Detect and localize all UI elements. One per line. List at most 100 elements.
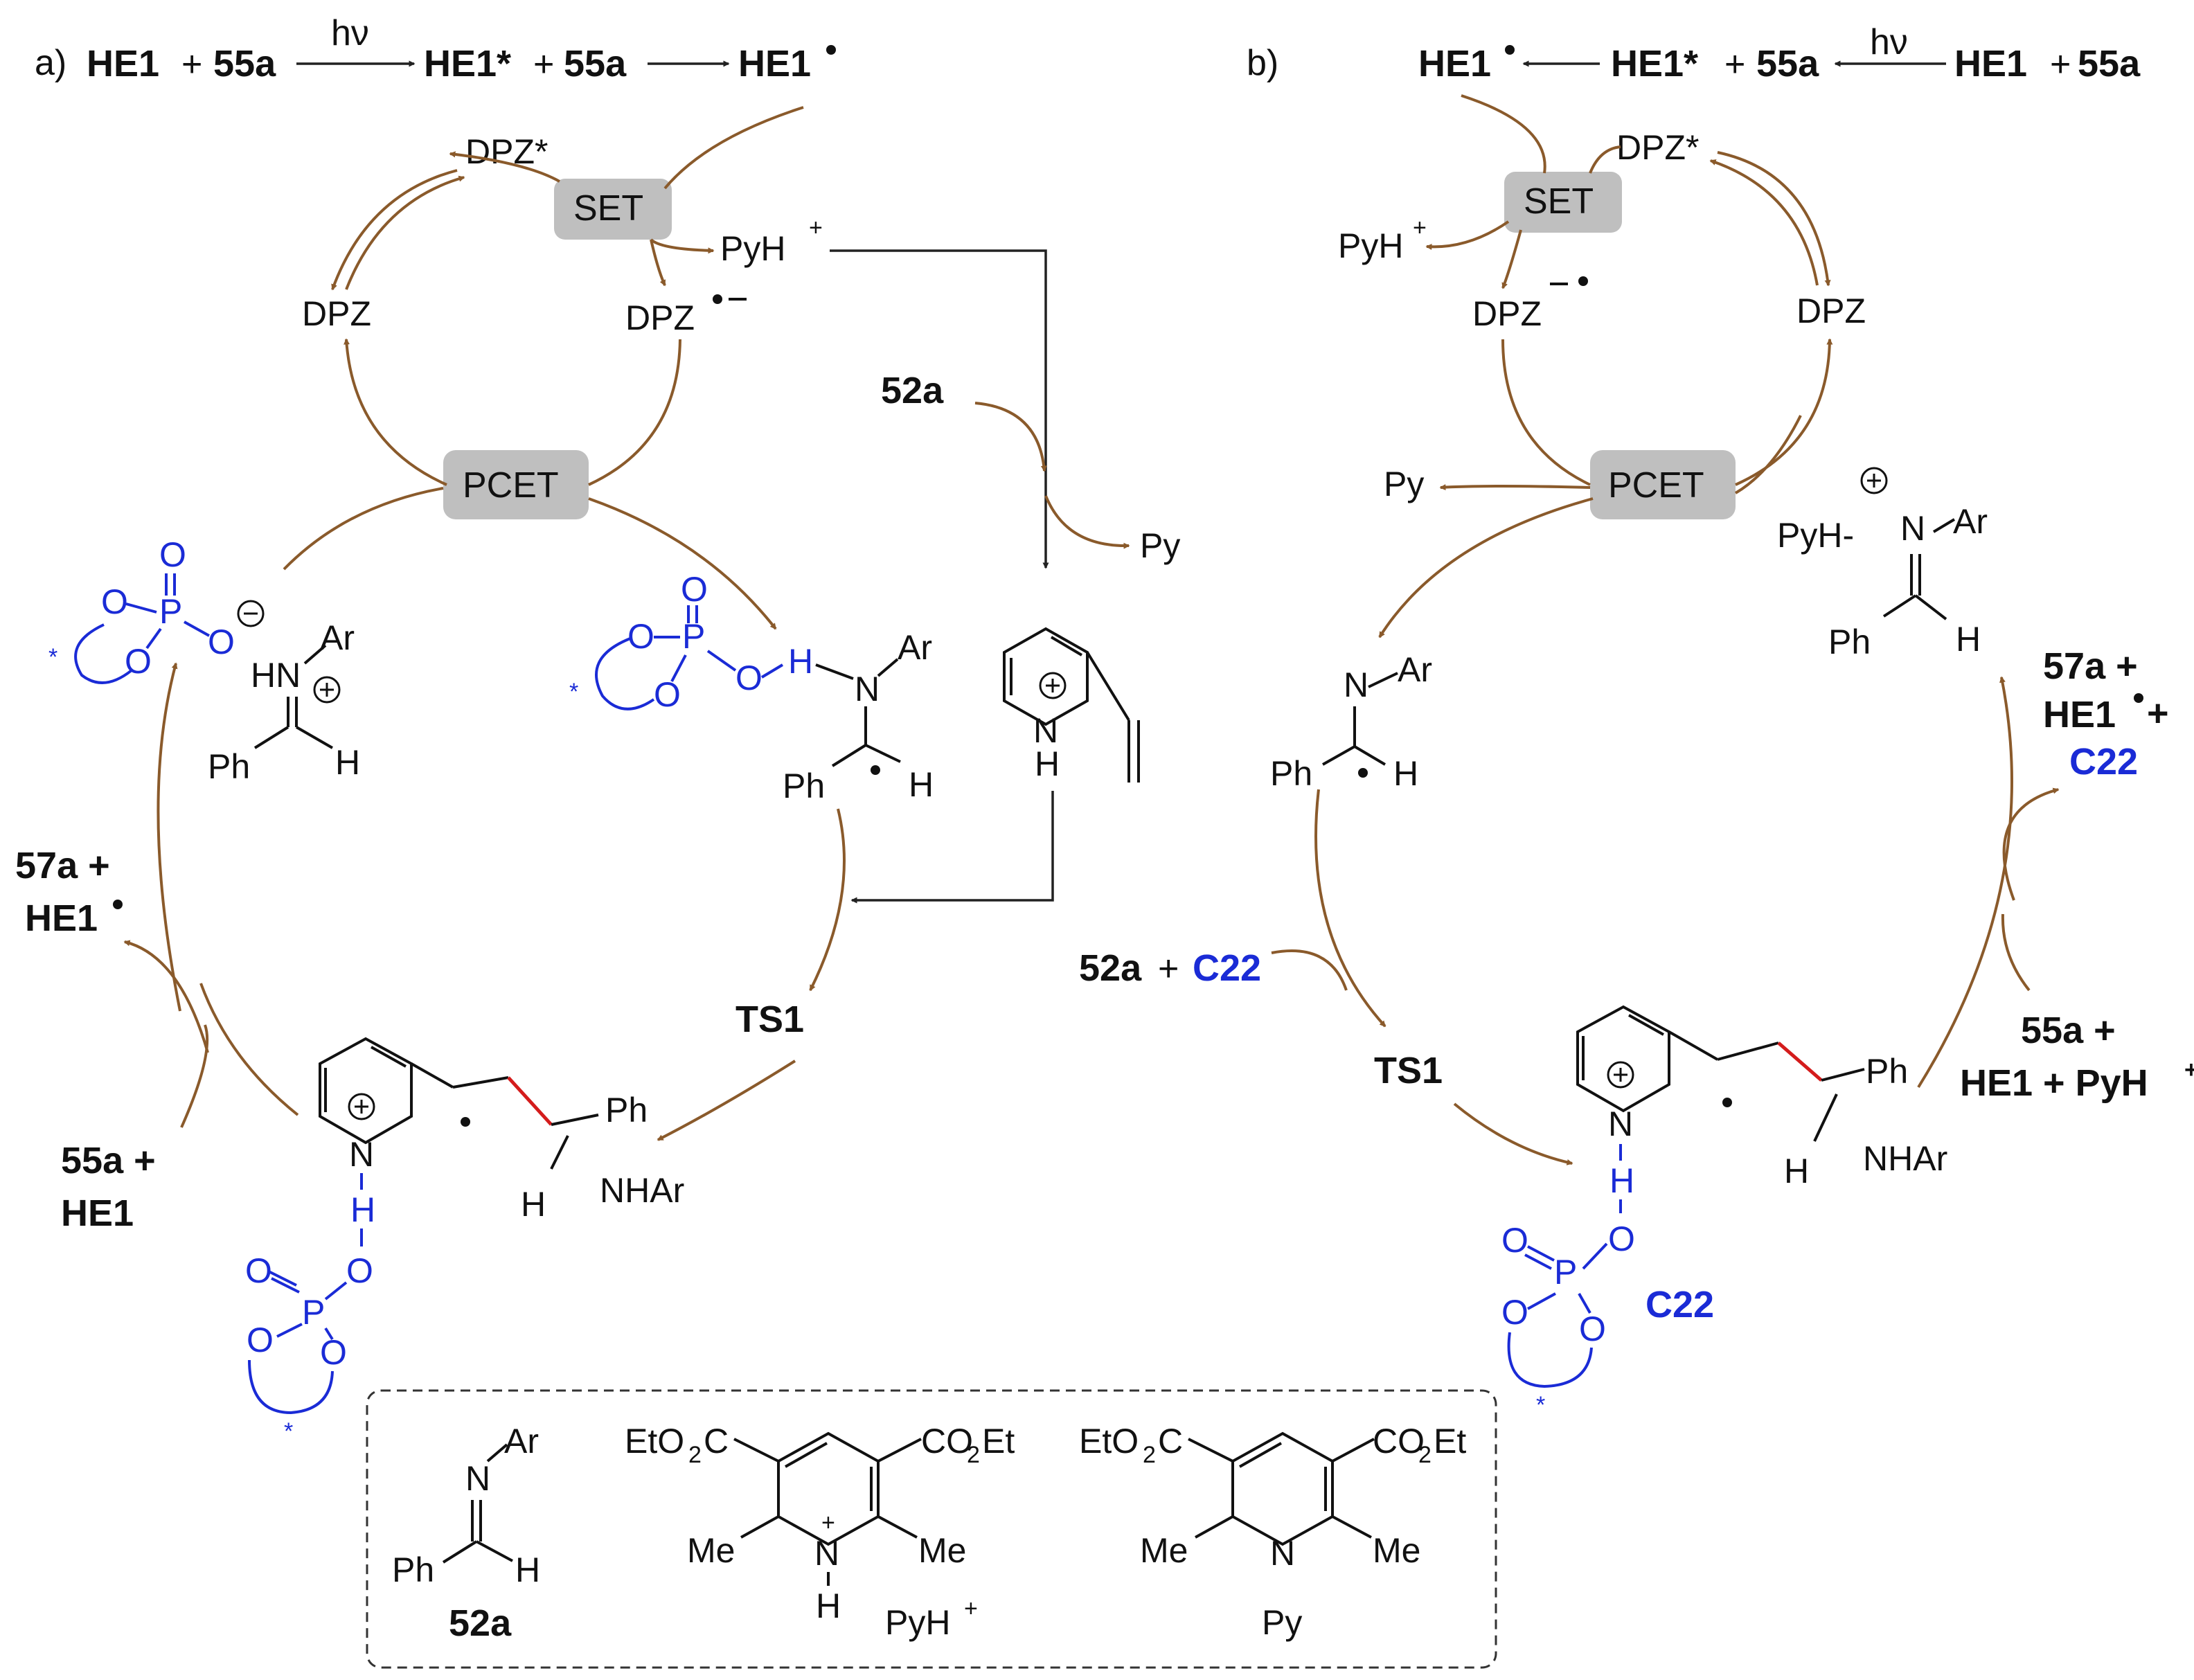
legend-py: EtO 2 C CO 2 Et Me Me N Py [1079, 1422, 1466, 1642]
b-pcet-label: PCET [1608, 465, 1704, 506]
svg-text:H: H [1609, 1161, 1634, 1200]
svg-text:N: N [1608, 1105, 1633, 1143]
b-arrow-dpzstar-dpz-1 [1717, 151, 1831, 287]
a-vinylpy-route [850, 791, 1054, 904]
a-dpz: DPZ [302, 294, 371, 333]
a-phosphate-anion: P O O O O * [48, 535, 265, 684]
svg-text:H: H [521, 1185, 546, 1224]
svg-text:H: H [909, 765, 934, 804]
svg-text:Me: Me [918, 1531, 966, 1570]
svg-text:O: O [247, 1321, 274, 1359]
b-arrow-product-up [1917, 676, 2013, 1089]
a-header-he1rad: HE1 [738, 43, 811, 84]
svg-text:H: H [1956, 620, 1981, 659]
svg-text:*: * [284, 1418, 293, 1445]
b-set-label: SET [1524, 181, 1594, 222]
a-set-box [554, 179, 672, 240]
a-arrow-in-55a [180, 1024, 209, 1128]
b-header-55a-2: 55a [2078, 43, 2141, 84]
svg-text:Ph: Ph [1270, 754, 1312, 793]
svg-text:O: O [1608, 1219, 1635, 1258]
radical-dot [1578, 276, 1588, 286]
svg-text:*: * [569, 679, 578, 705]
svg-text:O: O [346, 1251, 373, 1290]
a-arrow-dpz-dpzstar-2 [345, 175, 465, 290]
a-dpz-rad: DPZ [625, 298, 695, 337]
b-arrow-set-to-dpzrad [1501, 229, 1522, 289]
svg-text:N: N [1344, 665, 1368, 704]
b-iminium-complex: PyH- N Ar Ph H [1777, 467, 1988, 661]
svg-text:2: 2 [688, 1442, 702, 1468]
svg-text:P: P [682, 617, 705, 656]
plus-sign: + [1413, 215, 1427, 241]
svg-text:Ph: Ph [208, 747, 250, 786]
a-arrow-dpzstar-dpz-1 [331, 169, 458, 291]
b-arrow-dpz-dpzstar-2 [1709, 159, 1819, 286]
b-header-he1rad: HE1 [1418, 43, 1491, 84]
panel-b-label: b) [1247, 43, 1278, 83]
a-arrow-dpzrad-to-pcet [588, 339, 681, 486]
svg-text:EtO: EtO [625, 1422, 684, 1460]
a-pcet-box [443, 450, 589, 519]
a-arrow-product-to-57a [199, 983, 299, 1116]
a-set-label: SET [573, 188, 643, 229]
b-arrow-he1rad-to-set [1461, 94, 1546, 174]
b-arrow-52a-merge [1271, 949, 1348, 991]
a-ts1: TS1 [735, 999, 804, 1040]
b-out-c22: C22 [2069, 741, 2138, 783]
svg-text:+: + [821, 1510, 835, 1536]
svg-text:P: P [1554, 1253, 1577, 1292]
b-arrow-set-to-pyh [1425, 220, 1510, 250]
chiral-star: * [48, 644, 57, 670]
svg-text:Ar: Ar [504, 1422, 539, 1460]
a-hbonded-complex: P O O O O H * N Ar Ph H [569, 570, 934, 805]
svg-text:H: H [816, 1587, 841, 1625]
a-header-he1: HE1 [87, 43, 159, 84]
panel-a: a) HE1 + 55a hν HE1* + 55a HE1 SET PCET … [15, 13, 1180, 1445]
a-out-he1: HE1 [25, 897, 98, 939]
a-arrow-set-to-dpzrad [650, 239, 666, 287]
a-in-55a: 55a + [61, 1140, 156, 1181]
b-header-he1star: HE1* [1611, 43, 1698, 84]
a-header-plus2: + [533, 44, 554, 84]
svg-text:H: H [1784, 1152, 1809, 1190]
svg-text:Ar: Ar [1953, 502, 1988, 541]
a-header-hv: hν [331, 13, 369, 53]
a-pcet-label: PCET [463, 465, 559, 506]
svg-text:Ar: Ar [1398, 650, 1432, 689]
b-py: Py [1384, 465, 1424, 503]
svg-text:CO: CO [921, 1422, 973, 1460]
b-ts1: TS1 [1374, 1050, 1443, 1091]
svg-text:2: 2 [1418, 1442, 1432, 1468]
b-plus: + [1158, 949, 1179, 989]
radical-dot [713, 294, 722, 304]
b-set-box [1504, 172, 1622, 233]
b-arrow-pcet-to-py [1439, 484, 1591, 491]
b-arrow-to-pcet [1734, 415, 1802, 494]
svg-text:+: + [964, 1596, 978, 1622]
svg-text:H: H [788, 642, 813, 681]
b-arrow-down-to-ts1 [1314, 789, 1386, 1028]
svg-text:O: O [1501, 1293, 1528, 1332]
svg-text:Ar: Ar [898, 628, 932, 667]
b-dpz-star: DPZ* [1616, 128, 1699, 167]
svg-text:N: N [1900, 509, 1925, 548]
legend-52a: Ar N Ph H 52a [392, 1422, 540, 1644]
minus-charge [237, 600, 265, 627]
svg-text:Ph: Ph [1828, 623, 1871, 661]
a-vinylpyridinium: N H [1003, 627, 1140, 783]
svg-text:52a: 52a [449, 1602, 512, 1644]
radical-dot [113, 900, 123, 909]
a-arrow-pcet-to-dpz [344, 338, 447, 486]
b-arrow-out-57a [2002, 787, 2060, 901]
b-c22-label: C22 [1646, 1284, 1714, 1325]
a-arrow-to-ts1 [809, 808, 846, 992]
svg-text:O: O [735, 659, 762, 697]
a-radical-adduct: N Ph H NHAr H P O O O O * [245, 1037, 684, 1445]
svg-text:2: 2 [967, 1442, 980, 1468]
svg-text:EtO: EtO [1079, 1422, 1139, 1460]
svg-text:C: C [1158, 1422, 1183, 1460]
b-arrow-set-to-dpzstar [1589, 145, 1621, 174]
panel-a-label: a) [35, 43, 66, 83]
